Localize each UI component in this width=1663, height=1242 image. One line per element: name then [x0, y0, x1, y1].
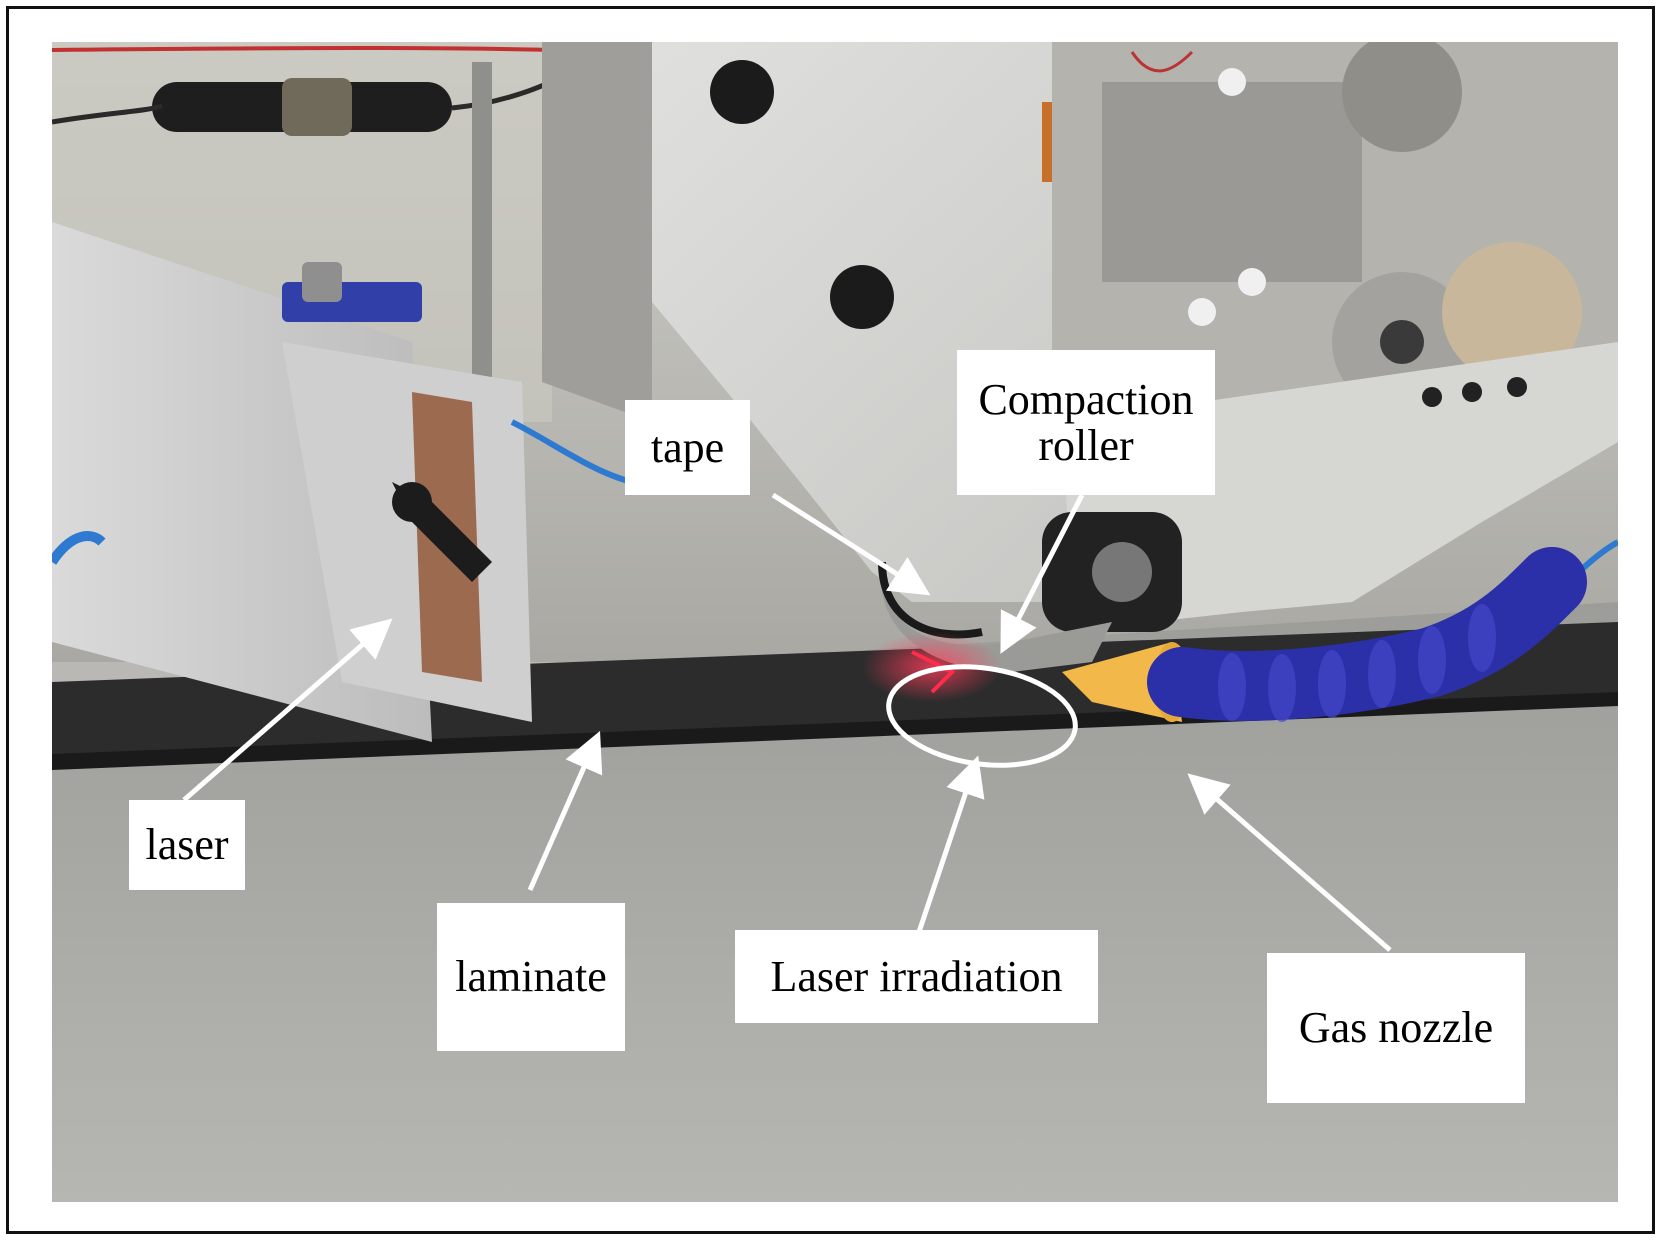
- label-compaction-roller: Compaction roller: [957, 350, 1215, 495]
- label-laser-irradiation: Laser irradiation: [735, 930, 1098, 1023]
- label-laser-irradiation-text: Laser irradiation: [770, 951, 1063, 1001]
- experimental-setup-photo: [52, 42, 1618, 1202]
- label-compaction-roller-line2: roller: [1038, 420, 1134, 470]
- label-laser: laser: [129, 800, 245, 890]
- label-compaction-roller-line1: Compaction: [978, 374, 1194, 424]
- label-tape-text: tape: [650, 422, 725, 472]
- label-tape: tape: [625, 400, 750, 495]
- label-gas-nozzle: Gas nozzle: [1267, 953, 1525, 1103]
- label-gas-nozzle-text: Gas nozzle: [1298, 1003, 1494, 1052]
- label-laminate-text: laminate: [455, 952, 607, 1001]
- label-laser-text: laser: [145, 820, 229, 869]
- label-laminate: laminate: [437, 903, 625, 1051]
